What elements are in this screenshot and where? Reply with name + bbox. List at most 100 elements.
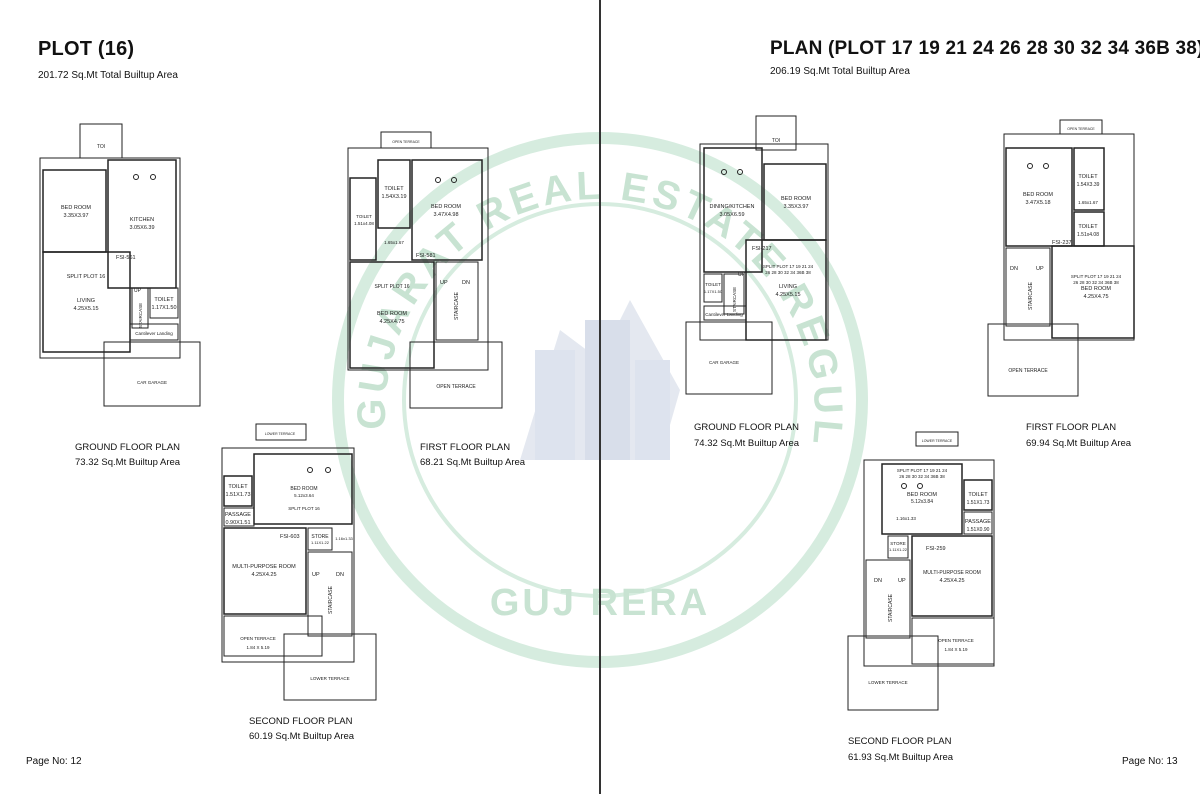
- split-label: SPLIT PLOT 16: [288, 506, 320, 511]
- small-dim-label: 1.65x1.67: [1078, 200, 1098, 205]
- bed-label: BED ROOM: [61, 205, 91, 211]
- lower-terrace-top-label: LOWER TERRACE: [922, 439, 953, 443]
- small-dim-label: 1.16x1.33: [896, 516, 916, 521]
- up-label: UP: [312, 572, 320, 578]
- ground-floor-title: GROUND FLOOR PLAN: [694, 422, 800, 433]
- split-label: SPLIT PLOT 17 19 21 24: [763, 264, 814, 269]
- bed1-dim-label: 3.47X4.98: [433, 212, 458, 218]
- toilet1-label: TOILET: [384, 186, 404, 192]
- toi-label: TOI: [772, 138, 780, 144]
- page-left: PLOT (16) 201.72 Sq.Mt Total Builtup Are…: [26, 38, 526, 767]
- bed1-label: BED ROOM: [431, 204, 461, 210]
- lower-terrace-label: LOWER TERRACE: [310, 676, 349, 681]
- living-dim-label: 4.25X5.15: [73, 306, 98, 312]
- second-floor-title: SECOND FLOOR PLAN: [848, 736, 952, 747]
- store-label: STORE: [890, 541, 905, 546]
- toilet1-dim-label: 1.54X3.39: [1077, 182, 1100, 188]
- split-label: SPLIT PLOT 17 19 21 24: [897, 468, 948, 473]
- bed-dim-label: 3.35X3.97: [63, 213, 88, 219]
- toilet2-label: TOILET: [1078, 224, 1098, 230]
- second-floor-plan-drawing: LOWER TERRACE SPLIT PLOT 17 19 21 24 26 …: [847, 431, 995, 711]
- ground-floor-plan-drawing: TOI BED ROOM 3.35X3.97 KITCHEN 3.05X6.39…: [39, 123, 201, 407]
- cantilever-label: Cantilever Landing: [705, 312, 743, 317]
- toilet1-label: TOILET: [1078, 174, 1098, 180]
- dn-label: DN: [1010, 266, 1018, 272]
- mpr-label: MULTI-PURPOSE ROOM: [232, 564, 296, 570]
- toilet-dim-label: 1.51X1.73: [967, 500, 990, 506]
- staircase-label: STAIRCASE: [1028, 281, 1034, 310]
- toilet-label: TOILET: [154, 297, 174, 303]
- ground-floor-title: GROUND FLOOR PLAN: [75, 442, 181, 453]
- small-dim-label: 1.16x1.33: [335, 536, 353, 541]
- split2-label: 26 28 30 32 34 36B 38: [765, 270, 811, 275]
- dn-label: DN: [874, 578, 882, 584]
- first-floor-plan-drawing: OPEN TERRACE TOILET 1.54X3.19 BED ROOM 3…: [347, 131, 503, 409]
- page-title: PLOT (16): [38, 38, 135, 60]
- passage-label: PASSAGE: [225, 512, 251, 518]
- bed-dim-label: 5.12x3.64: [294, 493, 314, 498]
- fsi-label: FSI-217: [752, 246, 772, 252]
- second-floor-area: 60.19 Sq.Mt Builtup Area: [249, 731, 355, 742]
- total-area: 201.72 Sq.Mt Total Builtup Area: [38, 70, 178, 81]
- store-dim-label: 1.11X1.22: [889, 547, 908, 552]
- open-terrace-label: OPEN TERRACE: [938, 638, 973, 643]
- passage-dim-label: 0.90X1.51: [225, 520, 250, 526]
- page-title: PLAN (PLOT 17 19 21 24 26 28 30 32 34 36…: [770, 38, 1200, 59]
- open-terrace-label: OPEN TERRACE: [240, 636, 275, 641]
- small-dim-label: 1.65x1.67: [384, 240, 404, 245]
- fsi-label: FSI-237: [1052, 240, 1072, 246]
- second-floor-area: 61.93 Sq.Mt Builtup Area: [848, 752, 954, 763]
- mpr-dim-label: 4.25X4.25: [251, 572, 276, 578]
- staircase-label: STAIRCASE: [732, 287, 737, 312]
- dn-label: DN: [336, 572, 344, 578]
- page-number: Page No: 12: [26, 756, 82, 767]
- store-dim-label: 1.11X1.22: [311, 540, 330, 545]
- passage-dim-label: 1.51X0.90: [967, 527, 990, 533]
- first-floor-plan-drawing: OPEN TERRACE BED ROOM 3.47X5.18 TOILET 1…: [987, 119, 1135, 397]
- bed-dim-label: 5.12x3.84: [911, 499, 933, 505]
- kitchen-label: KITCHEN: [130, 217, 154, 223]
- open-terrace-label: OPEN TERRACE: [436, 384, 476, 390]
- ground-floor-area: 73.32 Sq.Mt Builtup Area: [75, 457, 181, 468]
- fsi-label: FSI-603: [280, 534, 300, 540]
- split2-label: 26 28 30 32 34 36B 38: [899, 474, 945, 479]
- ground-floor-plan-drawing: TOI DINING/KITCHEN 3.05X6.59 BED ROOM 3.…: [685, 115, 829, 395]
- toilet-dim-label: 1.17X1.50: [151, 305, 176, 311]
- staircase-label: STAIRCASE: [138, 303, 143, 328]
- up-label: UP: [134, 288, 142, 294]
- toilet-label: TOILET: [228, 484, 248, 490]
- dining-label: DINING/KITCHEN: [710, 204, 755, 210]
- mpr-label: MULTI-PURPOSE ROOM: [923, 570, 981, 576]
- garage-label: CAR GARAGE: [137, 380, 167, 385]
- lower-terrace-top-label: LOWER TERRACE: [265, 432, 296, 436]
- staircase-label: STAIRCASE: [454, 291, 460, 320]
- bed1-dim-label: 3.47X5.18: [1025, 200, 1050, 206]
- open-terrace-dim-label: 1.84 X 5.19: [944, 647, 968, 652]
- toilet2-label: TOILET: [356, 214, 372, 219]
- split2-label: 26 28 30 32 34 36B 38: [1073, 280, 1119, 285]
- page-number: Page No: 13: [1122, 756, 1178, 767]
- fsi-label: FSI-259: [926, 546, 946, 552]
- toilet2-dim-label: 1.51x4.08: [1077, 232, 1099, 238]
- split-label: SPLIT PLOT 16: [67, 274, 106, 280]
- bed2-label: BED ROOM: [377, 311, 407, 317]
- split-label: SPLIT PLOT 16: [374, 284, 409, 290]
- fsi-label: FSI-561: [116, 255, 136, 261]
- toilet-label: TOILET: [705, 282, 721, 287]
- store-label: STORE: [311, 534, 329, 540]
- toilet-dim-label: 1.51X1.73: [225, 492, 250, 498]
- dining-dim-label: 3.05X6.59: [719, 212, 744, 218]
- garage-label: CAR GARAGE: [709, 360, 739, 365]
- cantilever-label: Cantilever Landing: [135, 331, 173, 336]
- bed2-label: BED ROOM: [1081, 286, 1111, 292]
- bed1-label: BED ROOM: [1023, 192, 1053, 198]
- toilet-dim-label: 1.17X1.50: [704, 289, 723, 294]
- mpr-dim-label: 4.25X4.25: [939, 578, 964, 584]
- first-floor-area: 69.94 Sq.Mt Builtup Area: [1026, 438, 1132, 449]
- page-right: PLAN (PLOT 17 19 21 24 26 28 30 32 34 36…: [600, 0, 1200, 794]
- total-area: 206.19 Sq.Mt Total Builtup Area: [770, 66, 910, 77]
- first-floor-area: 68.21 Sq.Mt Builtup Area: [420, 457, 526, 468]
- up-label: UP: [440, 280, 448, 286]
- ground-floor-area: 74.32 Sq.Mt Builtup Area: [694, 438, 800, 449]
- staircase-label: STAIRCASE: [328, 585, 334, 614]
